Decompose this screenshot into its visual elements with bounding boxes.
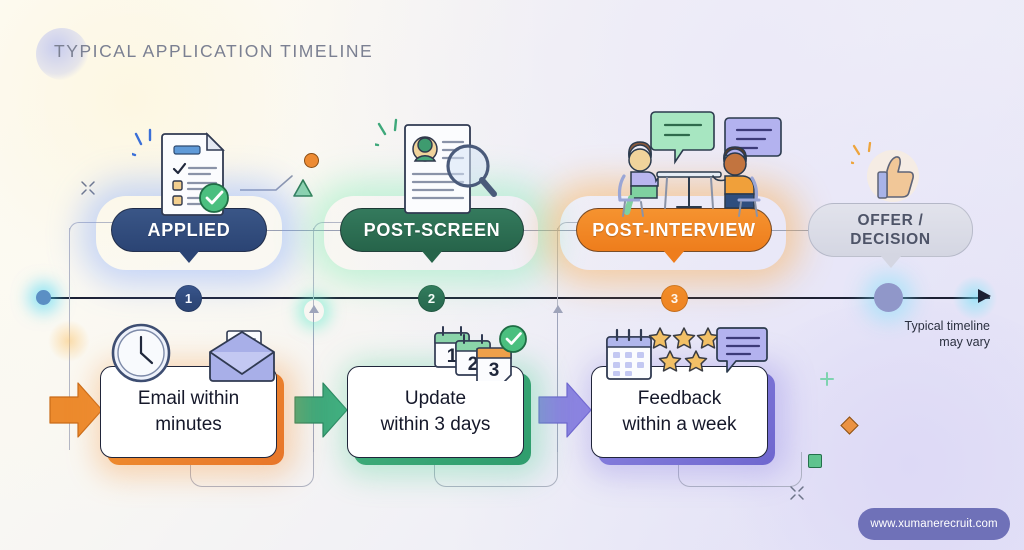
card-1-line1: Email within <box>137 388 240 409</box>
card-2-line2: within 3 days <box>380 414 491 435</box>
five-stars-icon <box>648 325 720 377</box>
pill-tail <box>178 250 200 263</box>
stage-pill-applied[interactable]: APPLIED <box>111 208 267 263</box>
calendar-icon <box>604 328 656 382</box>
page-title: TYPICAL APPLICATION TIMELINE <box>54 41 374 61</box>
pill-connector-postscreen-postinterview <box>524 230 577 232</box>
purple-arrow-icon <box>538 382 592 438</box>
card-1-line2: minutes <box>155 414 222 435</box>
card-2-line1: Update <box>404 388 467 409</box>
sparkle-deco-bottom <box>790 486 804 500</box>
pill-connector-applied-postscreen <box>267 230 341 232</box>
website-url-badge[interactable]: www.xumanerecruit.com <box>858 508 1010 540</box>
card-3-line2: within a week <box>622 414 737 435</box>
timeline-marker-3-label: 3 <box>670 291 679 306</box>
clock-icon <box>110 322 174 384</box>
svg-text:1: 1 <box>447 346 458 367</box>
pill-tail <box>879 255 902 268</box>
resume-magnifier-icon <box>370 118 500 218</box>
green-arrow-icon <box>294 382 348 438</box>
timeline-marker-2[interactable]: 2 <box>418 285 445 312</box>
orange-arrow-icon <box>49 382 103 438</box>
pill-tail <box>421 250 443 263</box>
sparkle-deco-left <box>81 181 95 195</box>
pill-connector-postinterview-offer <box>772 230 809 232</box>
timeline-marker-1[interactable]: 1 <box>175 285 202 312</box>
timeline-end-dot <box>874 283 903 312</box>
interview-people-icon <box>607 108 782 220</box>
stage-pill-post-screen-label: POST-SCREEN <box>363 219 501 240</box>
envelope-icon <box>207 328 277 384</box>
up-arrow-tick-1 <box>309 305 319 452</box>
speech-bubble-icon <box>716 325 768 375</box>
zigzag-connector-deco <box>240 175 293 191</box>
stage-pill-post-interview-label: POST-INTERVIEW <box>592 219 756 240</box>
mint-plus-deco <box>820 372 834 386</box>
timeline-marker-1-label: 1 <box>184 291 193 306</box>
stage-pill-offer-decision[interactable]: OFFER / DECISION <box>808 203 973 268</box>
svg-text:2: 2 <box>468 354 479 375</box>
timeline-start-dot <box>36 290 51 305</box>
title-accent-blob <box>36 28 88 80</box>
green-triangle-deco <box>293 179 313 197</box>
up-arrow-tick-2 <box>553 305 563 452</box>
timeline-end-glow <box>952 276 998 320</box>
loop-connector-2 <box>434 452 558 487</box>
green-square-deco <box>808 454 822 468</box>
warm-glow-deco <box>48 320 90 362</box>
pill-tail <box>663 250 685 263</box>
timeline-note: Typical timeline may vary <box>904 319 990 349</box>
card-3-line1: Feedback <box>637 388 722 409</box>
stage-pill-offer-line2: DECISION <box>850 231 931 248</box>
timeline-axis <box>44 297 990 299</box>
card-update-within-3-days[interactable]: Update within 3 days <box>347 366 524 458</box>
checklist-document-icon <box>127 128 242 218</box>
timeline-marker-2-label: 2 <box>427 291 436 306</box>
thumbs-up-icon <box>846 141 929 208</box>
stage-pill-offer-line1: OFFER / <box>857 212 924 229</box>
svg-text:3: 3 <box>489 360 500 381</box>
timeline-marker-3[interactable]: 3 <box>661 285 688 312</box>
loop-connector-1 <box>190 452 314 487</box>
stage-pill-applied-label: APPLIED <box>147 219 231 240</box>
card-feedback-within-a-week[interactable]: Feedback within a week <box>591 366 768 458</box>
timeline-arrow-icon <box>978 289 991 303</box>
orange-circle-deco <box>304 153 319 168</box>
loop-connector-3 <box>678 452 802 487</box>
calendar-days-icon: 1 2 3 <box>432 325 528 383</box>
